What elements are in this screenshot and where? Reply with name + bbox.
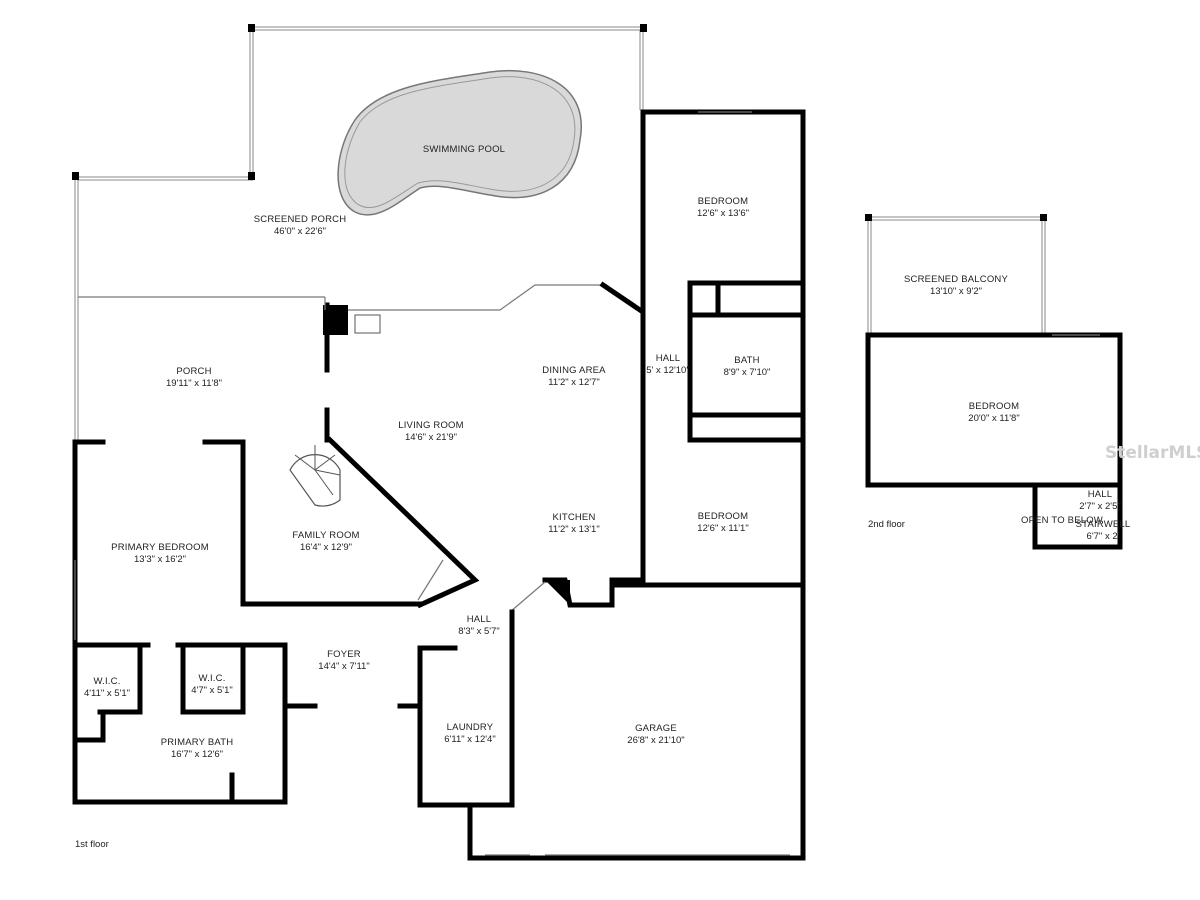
bath-name: BATH <box>734 355 759 366</box>
dining-area-name: DINING AREA <box>542 365 606 376</box>
living-room-name: LIVING ROOM <box>398 420 464 431</box>
porch-name: PORCH <box>176 366 211 377</box>
screened-balcony-name: SCREENED BALCONY <box>904 274 1008 285</box>
bedroom-3-dims: 20'0" x 11'8" <box>968 413 1019 424</box>
wic-2-name: W.I.C. <box>198 673 225 684</box>
bath-dims: 8'9" x 7'10" <box>724 367 771 378</box>
second-floor-walls <box>865 214 1123 550</box>
watermark: StellarMLS <box>1105 443 1200 463</box>
hall-2-dims: 8'3" x 5'7" <box>458 626 500 637</box>
screened-balcony-dims: 13'10" x 9'2" <box>930 286 982 297</box>
screened-porch-name: SCREENED PORCH <box>254 214 347 225</box>
first-floor-walls <box>72 109 806 861</box>
wic-1-dims: 4'11" x 5'1" <box>84 688 130 699</box>
bedroom-3-name: BEDROOM <box>969 401 1020 412</box>
primary-bedroom-dims: 13'3" x 16'2" <box>134 554 186 565</box>
hall-3-dims: 2'7" x 2'5" <box>1079 501 1121 512</box>
swimming-pool-name: SWIMMING POOL <box>423 144 505 155</box>
bedroom-1-dims: 12'6" x 13'6" <box>697 208 749 219</box>
family-room-dims: 16'4" x 12'9" <box>300 542 352 553</box>
open-to-below-name: OPEN TO BELOW <box>1021 515 1103 526</box>
bedroom-1-name: BEDROOM <box>698 196 749 207</box>
kitchen-name: KITCHEN <box>552 512 595 523</box>
screened-porch-outline <box>72 24 647 440</box>
screened-porch-dims: 46'0" x 22'6" <box>274 226 326 237</box>
hall-1-name: HALL <box>656 353 681 364</box>
laundry-dims: 6'11" x 12'4" <box>444 734 495 745</box>
stairwell-dims: 6'7" x 2' <box>1087 531 1120 542</box>
floor-label-1st: 1st floor <box>75 839 109 850</box>
hall-1-dims: 5' x 12'10" <box>646 365 689 376</box>
foyer-dims: 14'4" x 7'11" <box>318 661 369 672</box>
dining-area-dims: 11'2" x 12'7" <box>548 377 599 388</box>
floor-label-2nd: 2nd floor <box>868 519 905 530</box>
wic-2-dims: 4'7" x 5'1" <box>191 685 233 696</box>
spiral-stair <box>289 445 341 507</box>
family-room-name: FAMILY ROOM <box>292 530 359 541</box>
primary-bedroom-name: PRIMARY BEDROOM <box>111 542 209 553</box>
bedroom-2-dims: 12'6" x 11'1" <box>697 523 748 534</box>
wic-1-name: W.I.C. <box>93 676 120 687</box>
room-labels: SCREENED PORCH 46'0" x 22'6" SWIMMING PO… <box>84 144 1130 760</box>
primary-bath-name: PRIMARY BATH <box>161 737 234 748</box>
hall-3-name: HALL <box>1088 489 1113 500</box>
bedroom-2-name: BEDROOM <box>698 511 749 522</box>
laundry-name: LAUNDRY <box>447 722 494 733</box>
garage-name: GARAGE <box>635 723 677 734</box>
stairwell-name: STAIRWELL <box>1076 519 1131 530</box>
kitchen-dims: 11'2" x 13'1" <box>548 524 599 535</box>
porch-dims: 19'11" x 11'8" <box>166 378 222 389</box>
living-room-dims: 14'6" x 21'9" <box>405 432 457 443</box>
primary-bath-dims: 16'7" x 12'6" <box>171 749 223 760</box>
foyer-name: FOYER <box>327 649 361 660</box>
hall-2-name: HALL <box>467 614 492 625</box>
swimming-pool-shape <box>337 69 583 216</box>
garage-dims: 26'8" x 21'10" <box>627 735 684 746</box>
